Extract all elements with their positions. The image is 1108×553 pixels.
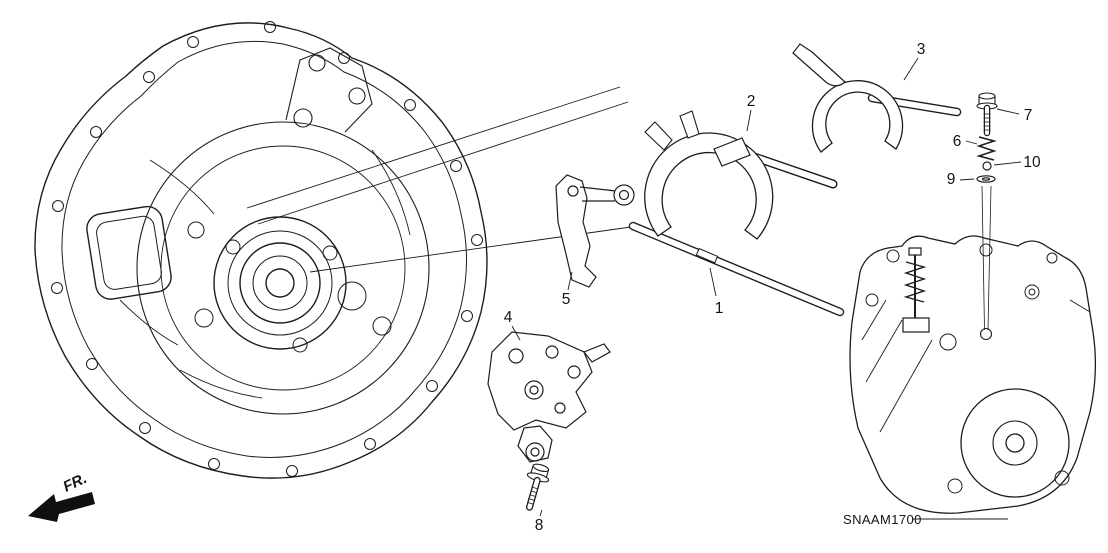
clutch-housing: [34, 21, 488, 479]
bracket-4-arm: [583, 343, 611, 363]
mounting-bolt-8: [525, 463, 550, 511]
callout-4: 4: [504, 309, 513, 326]
callout-1-leader: [709, 267, 717, 297]
callout-3: 3: [917, 41, 926, 58]
bracket-4-boss: [525, 442, 545, 462]
shift-fork-3: [792, 43, 962, 153]
callout-10: 10: [1023, 154, 1041, 171]
fork-2-claw: [644, 132, 774, 240]
callout-labels: 1 2 3 4 5 6 7 8 9 10: [504, 41, 1041, 534]
case-outer-contour: [849, 235, 1097, 514]
callout-5-leader: [567, 271, 573, 291]
fork-2-hub: [713, 137, 751, 167]
housing-side-window: [86, 205, 172, 300]
arm-5-body: [555, 174, 597, 288]
callout-8-leader: [539, 509, 543, 517]
bearing-bore: [213, 216, 347, 350]
housing-wall-circle-inner: [160, 145, 406, 391]
callout-leader-lines: [511, 57, 1022, 517]
callout-8: 8: [535, 517, 544, 534]
bracket-4-leg: [517, 425, 553, 463]
fork-3-arm: [792, 43, 846, 87]
rod-detent-clip: [695, 247, 719, 264]
arm-5-eye: [613, 184, 635, 206]
callout-3-leader: [903, 57, 919, 81]
callout-2: 2: [747, 93, 756, 110]
fr-label: FR.: [61, 470, 90, 496]
diagram-code-block: SNAAM1700: [843, 512, 1008, 527]
callout-10-leader: [993, 161, 1022, 166]
housing-ribs: [119, 149, 411, 399]
callout-5: 5: [562, 291, 571, 308]
diagram-code: SNAAM1700: [843, 512, 922, 527]
detent-ball-10: [982, 161, 992, 171]
shift-fork-2: [644, 110, 838, 240]
washer-9: [976, 175, 996, 183]
case-top-bosses: [865, 243, 1058, 351]
detent-bolt-7: [976, 92, 998, 137]
case-ribs: [861, 299, 1091, 433]
bore-bolt-holes: [187, 221, 392, 353]
callout-6: 6: [953, 133, 962, 150]
detent-axis-lines: [981, 185, 992, 331]
housing-outer-contour: [34, 22, 488, 479]
case-detent-shaft-spring: [902, 247, 930, 333]
fr-arrow-icon: [28, 492, 95, 522]
bracket-4-plate: [487, 331, 593, 431]
housing-top-bracket: [285, 47, 373, 133]
callout-9-leader: [959, 178, 975, 181]
housing-wall-circle: [136, 121, 430, 415]
transmission-case-right: [849, 235, 1097, 514]
fork-3-claw: [811, 80, 904, 153]
fork-2-finger-a: [644, 121, 673, 151]
callout-2-leader: [746, 109, 752, 132]
callout-7-leader: [996, 108, 1020, 115]
shift-lever-4: [487, 331, 611, 463]
callout-4-leader: [511, 325, 521, 341]
bolt-8-threads: [527, 486, 539, 505]
shift-arm-5: [555, 174, 635, 288]
fr-direction-indicator: FR.: [28, 470, 95, 522]
shift-rod-1: [628, 221, 845, 317]
callout-9: 9: [947, 171, 956, 188]
case-output-bore: [947, 388, 1070, 498]
housing-inner-flange: [61, 40, 467, 458]
case-detent-boss: [979, 327, 993, 341]
bolt-7-threads: [983, 113, 991, 131]
callout-1: 1: [715, 300, 724, 317]
callout-7: 7: [1024, 107, 1033, 124]
callout-6-leader: [965, 140, 978, 145]
detent-spring-6: [976, 136, 997, 161]
housing-perimeter-bolt-holes: [51, 21, 483, 477]
fork-2-finger-b: [679, 110, 700, 139]
